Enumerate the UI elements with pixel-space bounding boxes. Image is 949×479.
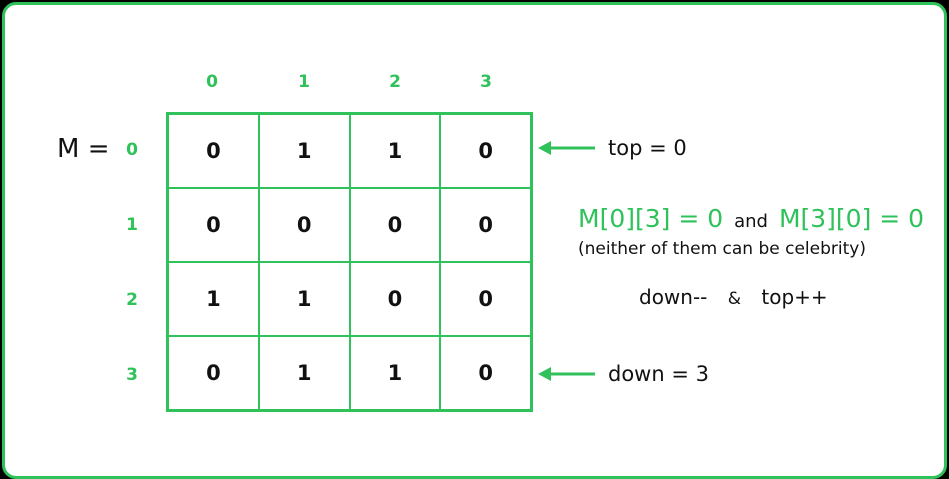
row-index: 1 <box>126 215 138 235</box>
matrix-cell: 0 <box>168 188 259 262</box>
row-index: 3 <box>126 365 138 385</box>
matrix-cell: 1 <box>349 114 441 188</box>
top-pointer: top = 0 <box>538 136 687 160</box>
down-pointer: down = 3 <box>538 362 709 386</box>
matrix-cell: 0 <box>168 114 259 188</box>
matrix-cell: 1 <box>168 262 259 336</box>
matrix-cell: 0 <box>440 188 531 262</box>
column-index: 3 <box>480 72 492 92</box>
down-pointer-label: down = 3 <box>608 362 709 386</box>
column-index: 1 <box>298 72 310 92</box>
matrix-cell: 0 <box>440 114 531 188</box>
condition-line: M[0][3] = 0 and M[3][0] = 0 <box>578 204 924 233</box>
left-condition: M[0][3] = 0 <box>578 204 724 233</box>
row-index: 0 <box>126 140 138 160</box>
column-index: 2 <box>389 72 401 92</box>
matrix-cell: 1 <box>258 114 350 188</box>
decrement-label: down-- <box>639 285 708 309</box>
matrix-cell: 0 <box>168 336 259 410</box>
column-index: 0 <box>206 72 218 92</box>
matrix-cell: 0 <box>349 262 441 336</box>
matrix-cell: 0 <box>349 188 441 262</box>
increment-label: top++ <box>761 285 828 309</box>
matrix-cell: 1 <box>349 336 441 410</box>
ampersand-label: & <box>727 289 742 309</box>
matrix-cell: 1 <box>258 336 350 410</box>
matrix-cell: 1 <box>258 262 350 336</box>
condition-connector: and <box>734 211 768 232</box>
matrix-cell: 0 <box>440 262 531 336</box>
pointer-update: down-- & top++ <box>639 285 828 309</box>
left-arrow-icon <box>538 367 595 381</box>
right-condition: M[3][0] = 0 <box>778 204 925 233</box>
matrix-label: M = <box>57 134 110 164</box>
matrix-cell: 0 <box>258 188 350 262</box>
left-arrow-icon <box>538 141 595 155</box>
matrix-cell: 0 <box>440 336 531 410</box>
matrix-grid: 0 1 1 0 0 0 0 0 1 1 0 0 0 1 1 0 <box>166 112 533 412</box>
row-index: 2 <box>126 290 138 310</box>
top-pointer-label: top = 0 <box>608 136 687 160</box>
celebrity-note: (neither of them can be celebrity) <box>578 239 866 259</box>
